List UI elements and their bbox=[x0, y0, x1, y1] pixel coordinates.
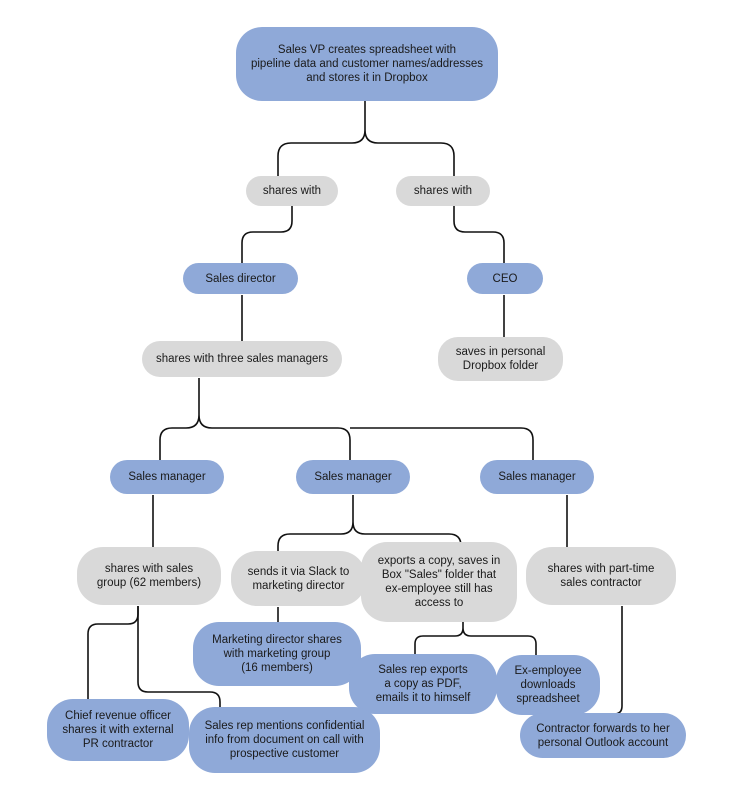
edge-fanout-managers bbox=[159, 378, 534, 460]
ceo-saves-node: saves in personal Dropbox folder bbox=[438, 337, 563, 381]
ceo-node: CEO bbox=[467, 263, 543, 294]
slack-label: sends it via Slack to marketing director bbox=[247, 565, 350, 592]
shares-with-left-label: shares with bbox=[262, 185, 322, 197]
root-node-label: Sales VP creates spreadsheet with pipeli… bbox=[250, 44, 484, 84]
three-managers-label: shares with three sales managers bbox=[156, 353, 328, 365]
edge-m2-split bbox=[277, 495, 462, 552]
sales-manager-1-node: Sales manager bbox=[110, 460, 224, 494]
cro-node: Chief revenue officer shares it with ext… bbox=[47, 699, 189, 761]
sales-manager-2-node: Sales manager bbox=[296, 460, 410, 494]
rep-call-node: Sales rep mentions confidential info fro… bbox=[189, 707, 380, 773]
rep-call-label: Sales rep mentions confidential info fro… bbox=[204, 720, 365, 760]
shares-with-right-label: shares with bbox=[413, 185, 473, 197]
root-node: Sales VP creates spreadsheet with pipeli… bbox=[236, 27, 498, 101]
cro-label: Chief revenue officer shares it with ext… bbox=[62, 710, 174, 750]
slack-node: sends it via Slack to marketing director bbox=[231, 551, 366, 606]
contractor-outlook-label: Contractor forwards to her personal Outl… bbox=[536, 722, 670, 749]
edge-group-repcall bbox=[137, 606, 221, 708]
sales-group-node: shares with sales group (62 members) bbox=[77, 547, 221, 605]
sales-manager-1-label: Sales manager bbox=[128, 471, 206, 483]
contractor-outlook-node: Contractor forwards to her personal Outl… bbox=[520, 713, 686, 758]
ex-employee-node: Ex-employee downloads spreadsheet bbox=[496, 655, 600, 715]
marketing-group-label: Marketing director shares with marketing… bbox=[212, 634, 342, 674]
rep-pdf-label: Sales rep exports a copy as PDF, emails … bbox=[375, 664, 471, 704]
edge-shares-ceo bbox=[453, 206, 505, 263]
ceo-saves-label: saves in personal Dropbox folder bbox=[455, 346, 546, 372]
edge-root-split bbox=[277, 100, 455, 177]
sales-director-label: Sales director bbox=[205, 272, 276, 285]
box-export-label: exports a copy, saves in Box "Sales" fol… bbox=[377, 555, 501, 609]
contractor-share-node: shares with part-time sales contractor bbox=[526, 547, 676, 605]
edge-shares-director bbox=[241, 206, 293, 263]
sales-group-label: shares with sales group (62 members) bbox=[96, 563, 202, 589]
edge-box-split bbox=[414, 621, 537, 657]
marketing-group-node: Marketing director shares with marketing… bbox=[193, 622, 361, 686]
sales-director-node: Sales director bbox=[183, 263, 298, 294]
edge-contractor-outlook bbox=[608, 606, 623, 715]
shares-with-right: shares with bbox=[396, 176, 490, 206]
ceo-label: CEO bbox=[492, 272, 518, 285]
edge-group-cro bbox=[87, 606, 139, 700]
shares-with-left: shares with bbox=[246, 176, 338, 206]
three-managers-node: shares with three sales managers bbox=[142, 341, 342, 377]
ex-employee-label: Ex-employee downloads spreadsheet bbox=[514, 665, 582, 705]
contractor-share-label: shares with part-time sales contractor bbox=[547, 563, 655, 589]
box-export-node: exports a copy, saves in Box "Sales" fol… bbox=[361, 542, 517, 622]
sales-manager-2-label: Sales manager bbox=[314, 471, 392, 483]
rep-pdf-node: Sales rep exports a copy as PDF, emails … bbox=[349, 654, 497, 714]
sales-manager-3-label: Sales manager bbox=[498, 471, 576, 483]
sales-manager-3-node: Sales manager bbox=[480, 460, 594, 494]
